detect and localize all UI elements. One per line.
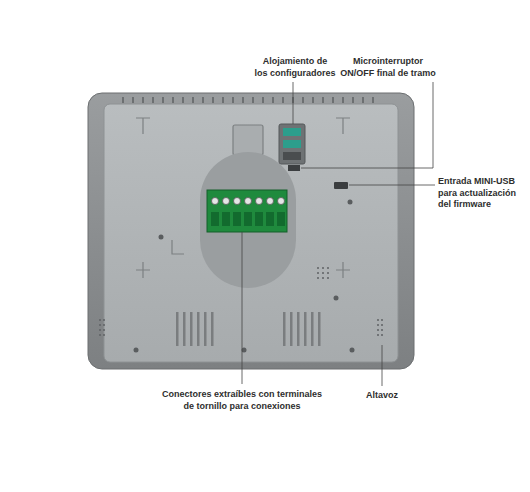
part-label: Altavoz (352, 390, 412, 402)
part-label: Microinterruptor ON/OFF final de tramo (322, 56, 454, 79)
part-label: Conectores extraíbles con terminales de … (142, 389, 342, 412)
part-label: Alojamiento de los configuradores (243, 56, 347, 79)
part-label: Entrada MINI-USB para actualización del … (438, 176, 526, 211)
